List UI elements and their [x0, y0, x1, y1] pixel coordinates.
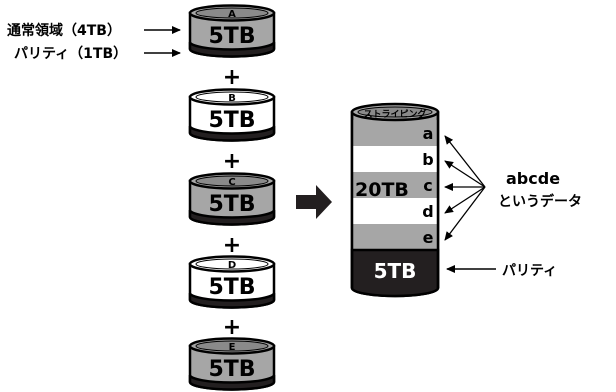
plus-sign: + — [223, 65, 241, 90]
merge-arrow-icon — [296, 185, 332, 219]
merged-size-label: 20TB — [355, 179, 409, 201]
stripe-b — [352, 146, 438, 172]
plus-sign: + — [223, 149, 241, 174]
disk-id-label: E — [229, 342, 236, 353]
stripe-e — [352, 224, 438, 250]
pointer-arrow-e — [444, 186, 486, 241]
stripe-d — [352, 198, 438, 224]
stripe-a — [352, 120, 438, 146]
pointer-arrow-b — [444, 160, 486, 188]
disk-size-label: 5TB — [208, 275, 255, 300]
parity-size-label: 5TB — [374, 259, 417, 283]
disk-d: D 5TB — [188, 255, 276, 309]
stripe-letter-a: a — [423, 124, 434, 143]
pointer-arrow-a — [444, 135, 486, 188]
parity-right-label: パリティ — [502, 263, 557, 279]
data-label-line1: abcde — [506, 169, 560, 188]
disk-id-label: A — [228, 9, 236, 20]
disk-a: A 5TB — [188, 4, 276, 58]
plus-sign: + — [223, 233, 241, 258]
disk-id-label: B — [228, 93, 236, 104]
stripe-letter-d: d — [422, 202, 433, 221]
stripe-c — [352, 172, 438, 198]
stripe-header-label: ストライピング — [363, 108, 426, 120]
parity-band — [350, 248, 440, 298]
disk-e: E 5TB — [188, 337, 276, 391]
stripe-letter-b: b — [422, 150, 433, 169]
disk-stack: A 5TB B 5TB C 5TB D 5TB E 5TB — [188, 4, 276, 391]
plus-sign: + — [223, 315, 241, 340]
disk-c: C 5TB — [188, 172, 276, 226]
normal-area-label: 通常領域（4TB） — [7, 22, 121, 39]
raid-volume: abcde ストライピング 20TB 5TB — [350, 102, 440, 298]
plus-signs: + + + + — [223, 65, 241, 340]
disk-size-label: 5TB — [208, 108, 255, 133]
disk-b: B 5TB — [188, 88, 276, 142]
data-pointer-arrows — [444, 135, 486, 241]
pointer-arrow-d — [444, 186, 486, 214]
data-label-line2: というデータ — [498, 193, 582, 210]
disk-size-label: 5TB — [208, 357, 255, 382]
stripe-letter-e: e — [423, 228, 434, 247]
disk-size-label: 5TB — [208, 24, 255, 49]
disk-size-label: 5TB — [208, 192, 255, 217]
stripe-letter-c: c — [423, 176, 432, 195]
parity-left-label: パリティ（1TB） — [14, 46, 127, 62]
disk-id-label: C — [228, 177, 235, 188]
disk-id-label: D — [228, 260, 236, 271]
